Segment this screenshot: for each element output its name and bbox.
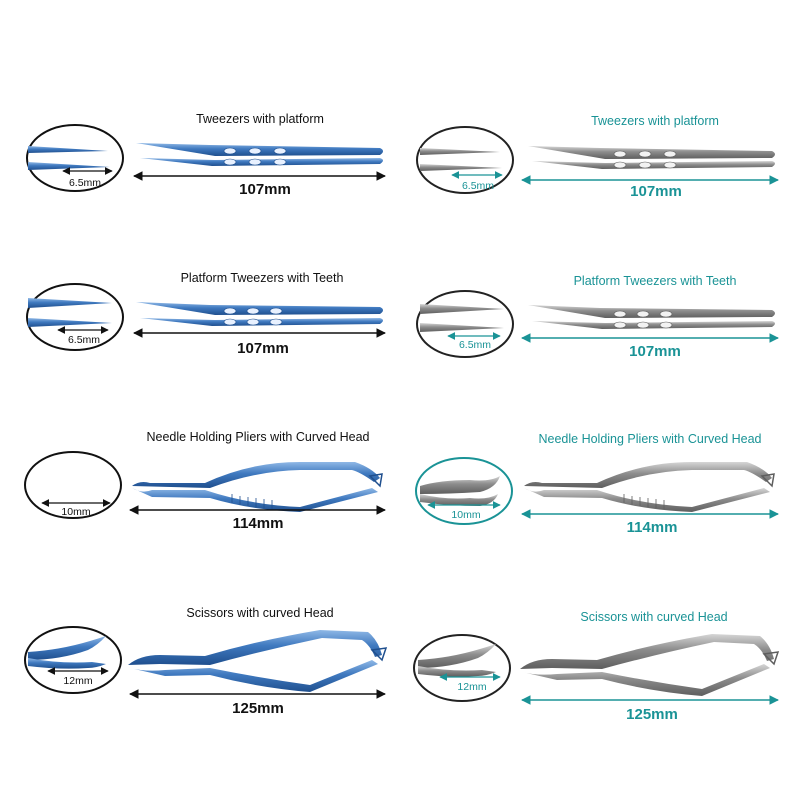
needle-pliers-image: [132, 462, 383, 512]
tip-detail-image: [420, 476, 500, 506]
tip-detail-lens: [26, 283, 124, 351]
tweezers-image: [136, 143, 383, 166]
product-title: Tweezers with platform: [591, 114, 719, 128]
tip-detail-image: [28, 636, 106, 669]
product-card-tweezers-teeth-blue: Platform Tweezers with Teeth 6.5mm 107mm: [26, 271, 386, 357]
tip-length-label: 6.5mm: [69, 177, 101, 189]
tip-detail-lens: [413, 634, 511, 702]
tip-detail-lens: [416, 126, 514, 194]
tip-detail-lens: [415, 457, 513, 525]
product-card-scissors-grey: Scissors with curved Head 12mm 125mm: [413, 610, 780, 723]
panel-right: Tweezers with platform 6.5mm 107mm Platf…: [413, 114, 780, 723]
tip-detail-image: [28, 298, 112, 327]
total-length-label: 125mm: [626, 706, 678, 723]
total-length-label: 107mm: [629, 343, 681, 360]
tip-detail-lens: [24, 626, 122, 694]
tip-detail-image: [418, 644, 496, 677]
tip-detail-image: [28, 146, 110, 170]
total-length-label: 114mm: [233, 515, 284, 532]
product-title: Needle Holding Pliers with Curved Head: [538, 432, 761, 446]
tip-length-label: 6.5mm: [459, 339, 491, 351]
product-title: Platform Tweezers with Teeth: [574, 274, 737, 288]
tweezers-image: [136, 302, 383, 326]
total-length-label: 107mm: [239, 181, 291, 198]
product-title: Needle Holding Pliers with Curved Head: [146, 430, 369, 444]
total-length-label: 107mm: [630, 183, 682, 200]
product-card-scissors-blue: Scissors with curved Head 12mm 125mm: [24, 606, 388, 717]
product-card-tweezers-teeth-grey: Platform Tweezers with Teeth 6.5mm 107mm: [416, 274, 779, 360]
scissors-image: [520, 634, 780, 696]
product-title: Tweezers with platform: [196, 112, 324, 126]
tip-length-label: 10mm: [61, 506, 90, 518]
product-title: Scissors with curved Head: [186, 606, 333, 620]
tip-length-label: 10mm: [451, 509, 480, 521]
total-length-label: 107mm: [237, 340, 289, 357]
product-card-tweezers-platform-blue: Tweezers with platform 6.5mm 107mm: [26, 112, 386, 198]
tip-detail-image: [420, 148, 502, 171]
product-title: Scissors with curved Head: [580, 610, 727, 624]
tip-length-label: 12mm: [457, 681, 486, 693]
tip-length-label: 6.5mm: [462, 180, 494, 192]
tip-detail-lens: [416, 290, 514, 358]
total-length-label: 114mm: [627, 519, 678, 536]
total-length-label: 125mm: [232, 700, 284, 717]
tip-detail-lens: [24, 451, 122, 519]
tweezers-image: [528, 146, 775, 169]
product-card-needle-pliers-blue: Needle Holding Pliers with Curved Head 1…: [24, 430, 386, 532]
scissors-image: [128, 630, 388, 692]
panel-left: Tweezers with platform 6.5mm 107mm Platf…: [24, 112, 388, 717]
tip-detail-image: [420, 304, 504, 332]
product-card-tweezers-platform-grey: Tweezers with platform 6.5mm 107mm: [416, 114, 779, 200]
needle-pliers-image: [524, 462, 775, 512]
product-title: Platform Tweezers with Teeth: [181, 271, 344, 285]
product-card-needle-pliers-grey: Needle Holding Pliers with Curved Head 1…: [415, 432, 779, 536]
tip-length-label: 12mm: [63, 675, 92, 687]
tip-detail-lens: [26, 124, 124, 192]
tip-length-label: 6.5mm: [68, 334, 100, 346]
tweezers-image: [528, 305, 775, 329]
